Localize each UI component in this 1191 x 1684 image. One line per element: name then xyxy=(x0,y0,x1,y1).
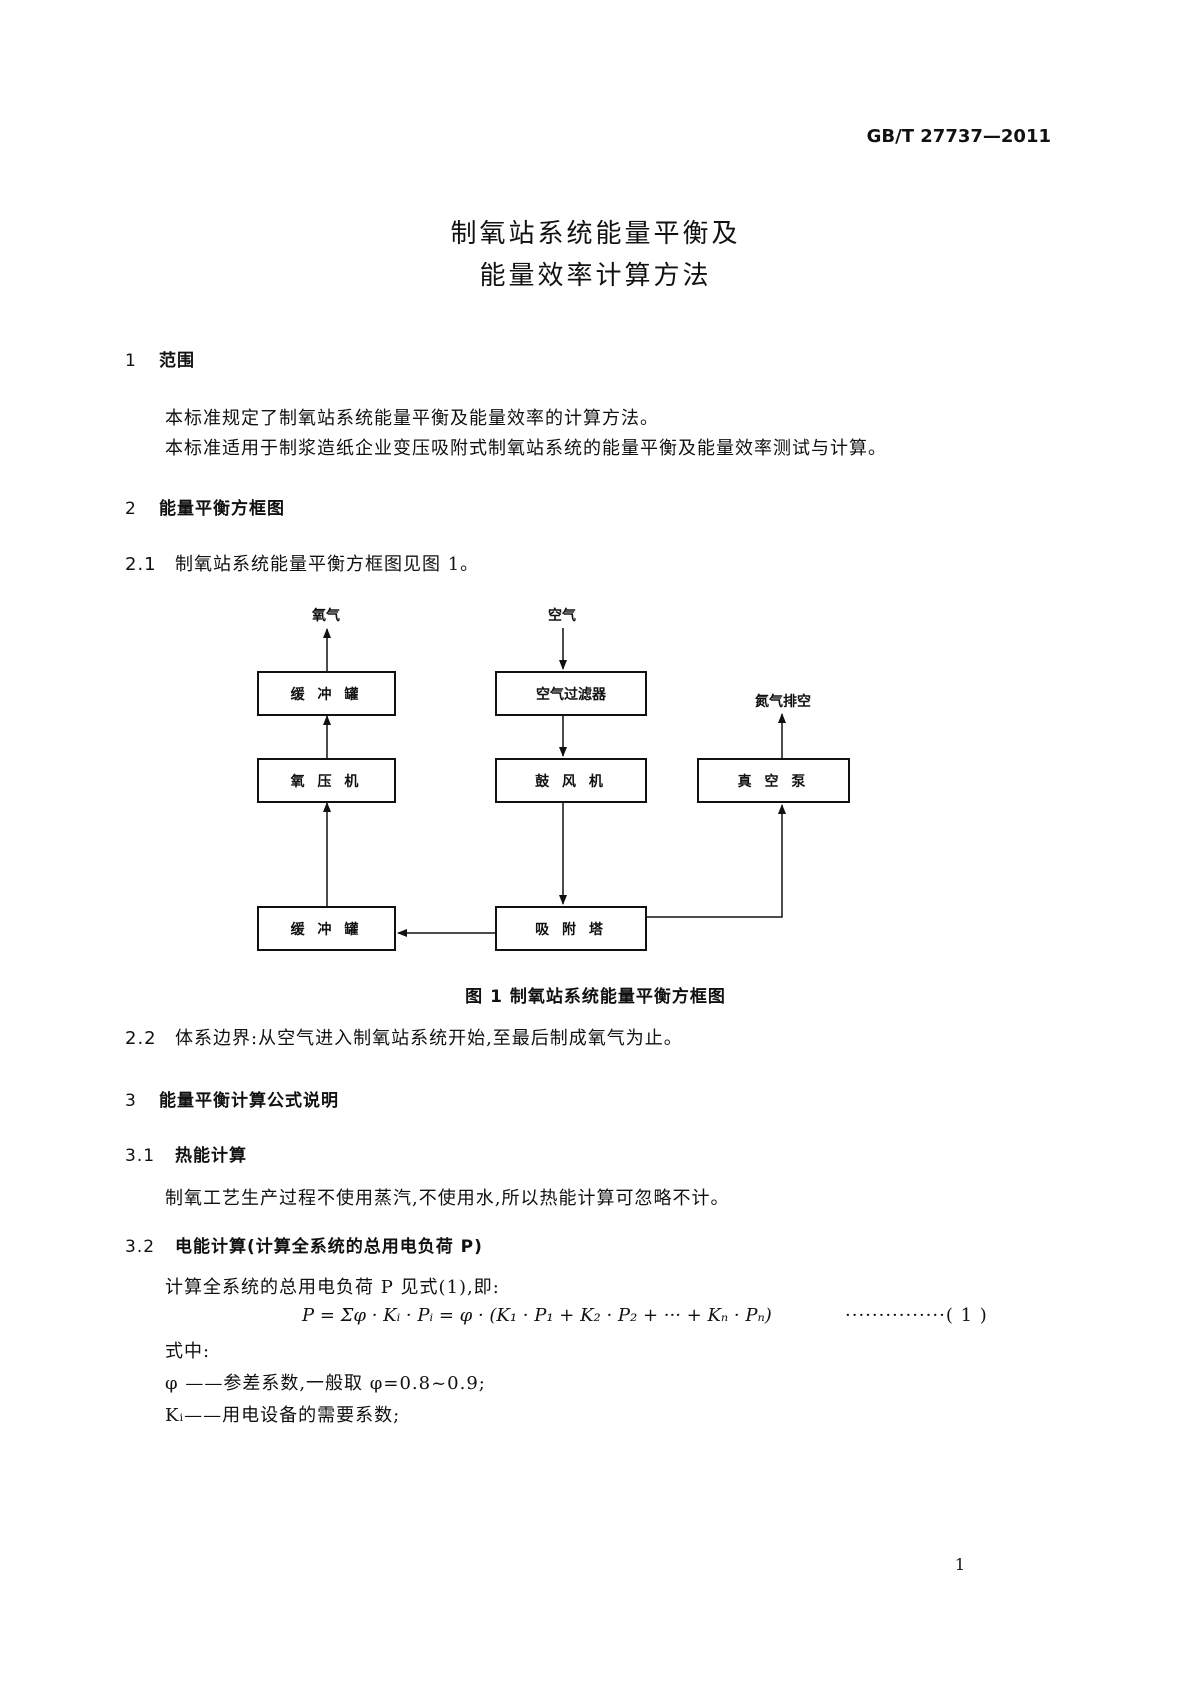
definition-ki: Kᵢ——用电设备的需要系数; xyxy=(165,1405,401,1426)
vacuum-pump-box: 真 空 泵 xyxy=(697,758,850,803)
clause-2-1: 2.1 制氧站系统能量平衡方框图见图 1。 xyxy=(125,550,479,576)
clause-title: 电能计算(计算全系统的总用电负荷 P) xyxy=(175,1237,483,1257)
paragraph: 制氧工艺生产过程不使用蒸汽,不使用水,所以热能计算可忽略不计。 xyxy=(165,1188,730,1209)
arrow-tower-to-vacuum xyxy=(646,804,786,918)
document-title-line2: 能量效率计算方法 xyxy=(479,261,712,291)
figure-caption: 图 1 制氧站系统能量平衡方框图 xyxy=(465,987,726,1007)
clause-text: 体系边界:从空气进入制氧站系统开始,至最后制成氧气为止。 xyxy=(175,1028,683,1049)
standard-number: GB/T 27737—2011 xyxy=(866,126,1051,147)
buffer-tank-bottom-box: 缓 冲 罐 xyxy=(257,906,396,951)
formula-1: P = Σφ · Kᵢ · Pᵢ = φ · (K₁ · P₁ + K₂ · P… xyxy=(302,1305,772,1326)
section-number: 1 xyxy=(125,351,137,371)
nitrogen-vent-label: 氮气排空 xyxy=(755,694,811,710)
paragraph: 计算全系统的总用电负荷 P 见式(1),即: xyxy=(165,1277,500,1298)
energy-balance-block-diagram: 氧气 空气 氮气排空 缓 冲 罐 空气过滤器 氧 压 机 鼓 风 机 真 空 泵… xyxy=(257,608,850,951)
section-title: 范围 xyxy=(159,351,195,371)
definition-phi: φ ——参差系数,一般取 φ=0.8~0.9; xyxy=(165,1373,486,1394)
clause-text: 制氧站系统能量平衡方框图见图 1。 xyxy=(175,554,480,575)
clause-number: 3.2 xyxy=(125,1237,156,1257)
section-1-heading: 1 范围 xyxy=(125,346,195,371)
clause-number: 2.2 xyxy=(125,1028,157,1049)
section-number: 3 xyxy=(125,1091,137,1111)
air-label: 空气 xyxy=(548,608,576,624)
document-title-line1: 制氧站系统能量平衡及 xyxy=(450,219,741,249)
clause-title: 热能计算 xyxy=(175,1146,247,1166)
clause-3-2-heading: 3.2 电能计算(计算全系统的总用电负荷 P) xyxy=(125,1232,483,1257)
section-title: 能量平衡计算公式说明 xyxy=(159,1091,339,1111)
paragraph: 本标准规定了制氧站系统能量平衡及能量效率的计算方法。 xyxy=(165,408,659,429)
formula-number: ···············( 1 ) xyxy=(845,1305,988,1326)
air-filter-box: 空气过滤器 xyxy=(495,671,647,716)
clause-number: 3.1 xyxy=(125,1146,156,1166)
page-number: 1 xyxy=(954,1555,965,1574)
oxygen-compressor-box: 氧 压 机 xyxy=(257,758,396,803)
buffer-tank-top-box: 缓 冲 罐 xyxy=(257,671,396,716)
section-title: 能量平衡方框图 xyxy=(159,499,285,519)
clause-2-2: 2.2 体系边界:从空气进入制氧站系统开始,至最后制成氧气为止。 xyxy=(125,1024,683,1050)
clause-3-1-heading: 3.1 热能计算 xyxy=(125,1141,247,1166)
paragraph: 本标准适用于制浆造纸企业变压吸附式制氧站系统的能量平衡及能量效率测试与计算。 xyxy=(165,438,887,459)
where-label: 式中: xyxy=(165,1341,211,1362)
section-number: 2 xyxy=(125,499,137,519)
blower-box: 鼓 风 机 xyxy=(495,758,647,803)
clause-number: 2.1 xyxy=(125,554,157,575)
section-2-heading: 2 能量平衡方框图 xyxy=(125,494,285,519)
section-3-heading: 3 能量平衡计算公式说明 xyxy=(125,1086,339,1111)
oxygen-label: 氧气 xyxy=(312,608,340,624)
diagram-connectors xyxy=(323,628,786,937)
adsorption-tower-box: 吸 附 塔 xyxy=(495,906,647,951)
